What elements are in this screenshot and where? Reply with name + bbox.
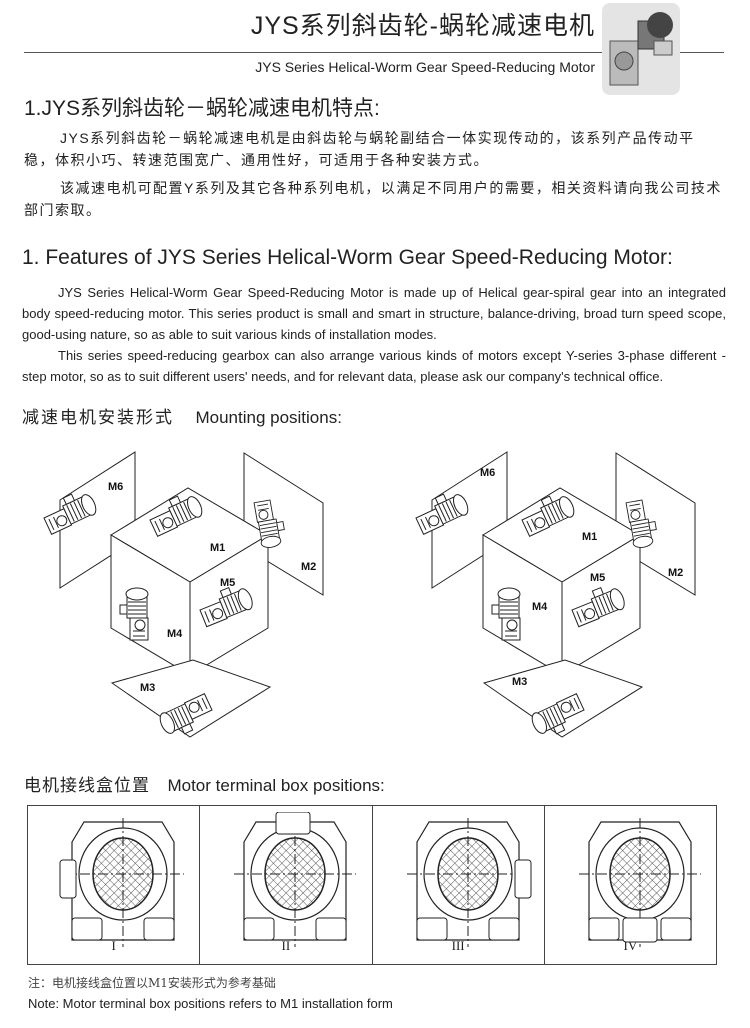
terminal-box-figure — [578, 817, 702, 948]
label-m1: M1 — [210, 542, 225, 554]
terminal-box-figure — [405, 817, 531, 948]
mounting-heading: 减速电机安装形式 Mounting positions: — [22, 403, 342, 428]
header-title-en: JYS Series Helical-Worm Gear Speed-Reduc… — [255, 59, 595, 75]
features-paragraph-en-2: This series speed-reducing gearbox can a… — [22, 348, 726, 384]
label-m3-right: M3 — [512, 676, 527, 688]
terminal-box-positions-panel: I II III IV — [27, 805, 717, 965]
terminal-position-2: II — [200, 806, 373, 964]
position-label: IV — [623, 938, 638, 953]
label-m2: M2 — [301, 561, 316, 573]
header-divider — [24, 52, 724, 53]
label-m6-right: M6 — [480, 467, 495, 479]
label-m2-right: M2 — [668, 567, 683, 579]
header-title-cn: JYS系列斜齿轮-蜗轮减速电机 — [250, 12, 595, 40]
mounting-heading-en: Mounting positions: — [195, 408, 342, 427]
terminal-position-1: I — [28, 806, 201, 964]
label-m1-right: M1 — [582, 531, 597, 543]
label-m5-right: M5 — [590, 572, 605, 584]
terminal-box-figure — [233, 812, 357, 948]
label-m4: M4 — [167, 628, 183, 640]
features-paragraph-en-1: JYS Series Helical-Worm Gear Speed-Reduc… — [22, 285, 726, 342]
terminal-heading: 电机接线盒位置 Motor terminal box positions: — [24, 771, 385, 796]
terminal-heading-en: Motor terminal box positions: — [167, 776, 385, 795]
terminal-heading-cn: 电机接线盒位置 — [24, 776, 150, 795]
label-m3: M3 — [140, 682, 155, 694]
terminal-note-en: Note: Motor terminal box positions refer… — [28, 996, 393, 1011]
terminal-position-4: IV — [545, 806, 716, 964]
terminal-box-figure — [59, 817, 185, 948]
label-m4-right: M4 — [532, 601, 548, 613]
mounting-diagram-left — [40, 452, 323, 741]
terminal-position-3: III — [373, 806, 545, 964]
product-thumbnail — [602, 3, 680, 95]
position-label: III — [451, 938, 465, 953]
mounting-heading-cn: 减速电机安装形式 — [22, 408, 174, 427]
position-label: II — [281, 938, 291, 953]
mounting-diagram-right — [412, 452, 695, 741]
features-heading-en: 1. Features of JYS Series Helical-Worm G… — [22, 246, 673, 269]
label-m6: M6 — [108, 481, 123, 493]
features-paragraph-cn-2: 该减速电机可配置Y系列及其它各种系列电机，以满足不同用户的需要，相关资料请向我公… — [24, 180, 722, 218]
terminal-note-cn: 注：电机接线盒位置以M1安装形式为参考基础 — [28, 976, 276, 990]
position-label: I — [111, 938, 116, 953]
label-m5: M5 — [220, 577, 235, 589]
mounting-positions-diagram: M6 M1 M2 M5 M4 M3 M6 M1 M2 M5 M4 M3 — [0, 0, 750, 760]
features-paragraph-cn-1: JYS系列斜齿轮－蜗轮减速电机是由斜齿轮与蜗轮副结合一体实现传动的，该系列产品传… — [24, 130, 695, 168]
features-heading-cn: 1.JYS系列斜齿轮－蜗轮减速电机特点: — [24, 97, 380, 120]
